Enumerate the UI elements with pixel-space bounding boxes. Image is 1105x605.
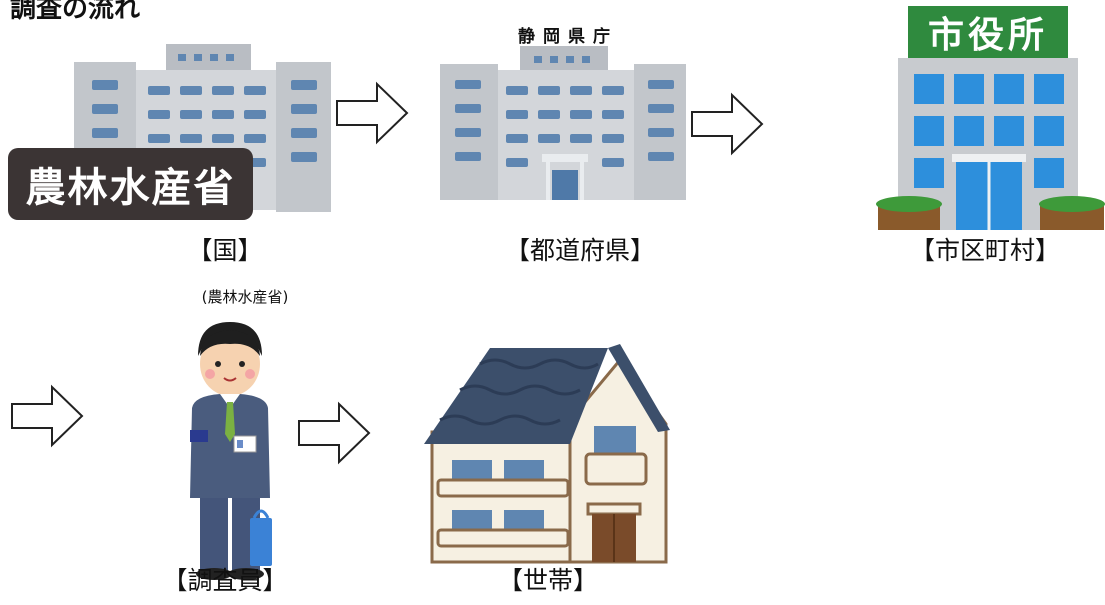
label-chosain: 【調査員】 (162, 566, 288, 595)
sublabel-kuni: (農林水産省) (201, 288, 289, 306)
surveyor-person-icon (190, 322, 272, 580)
mafff-sign: 農林水産省 (25, 165, 236, 211)
flow-arrow-4 (297, 401, 372, 465)
surveyor-illustration (180, 318, 280, 580)
flow-arrow-1 (335, 81, 410, 145)
page-title: 調査の流れ (10, 0, 141, 24)
city-hall-icon (876, 6, 1105, 230)
prefectural-office-sign: 静岡県庁 (518, 27, 618, 47)
city-hall-illustration: 市役所 (868, 4, 1105, 230)
right-arrow-icon (336, 81, 409, 145)
label-shikuchoson: 【市区町村】 (909, 236, 1060, 265)
prefectural-office-icon (440, 46, 686, 200)
government-building-icon (8, 44, 331, 220)
flow-arrow-2 (690, 92, 765, 156)
label-kuni: 【国】 (187, 236, 263, 265)
mafff-building-illustration: 農林水産省 (8, 40, 338, 225)
right-arrow-icon (298, 401, 371, 465)
household-illustration (420, 320, 670, 570)
label-setai: 【世帯】 (497, 566, 598, 595)
prefectural-office-illustration: 静岡県庁 (438, 20, 688, 200)
flow-arrow-3 (10, 384, 85, 448)
right-arrow-icon (691, 92, 764, 156)
city-hall-sign: 市役所 (927, 15, 1048, 56)
house-icon (424, 344, 670, 564)
right-arrow-icon (11, 384, 84, 448)
label-todofuken: 【都道府県】 (504, 236, 655, 265)
